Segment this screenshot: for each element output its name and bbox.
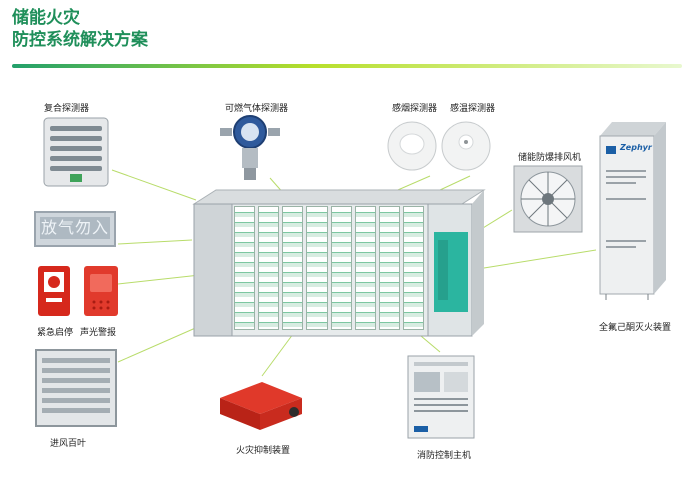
battery-rack xyxy=(378,206,400,330)
battery-rack xyxy=(306,206,328,330)
fire-suppression-device-label: 火灾抑制装置 xyxy=(236,446,291,456)
title-divider xyxy=(12,64,682,68)
intake-louver-label: 进风百叶 xyxy=(50,439,87,449)
gas-detector-label: 可燃气体探测器 xyxy=(225,104,289,114)
intake-louver-icon xyxy=(35,349,117,427)
battery-racks xyxy=(234,206,424,330)
composite-detector-label: 复合探测器 xyxy=(44,104,90,114)
gas-detector-icon xyxy=(220,115,280,180)
fire-control-panel-label: 消防控制主机 xyxy=(417,451,472,461)
battery-rack xyxy=(402,206,424,330)
extinguisher-device-label: 全氟己酮灭火装置 xyxy=(599,323,672,333)
exhaust-fan-icon xyxy=(513,165,583,233)
title-line-2: 防控系统解决方案 xyxy=(12,30,148,50)
composite-detector-icon xyxy=(43,117,109,187)
sound-light-alarm-label: 声光警报 xyxy=(80,328,117,338)
battery-rack xyxy=(354,206,376,330)
emergency-stop-label: 紧急启停 xyxy=(37,328,74,338)
title-line-1: 储能火灾 xyxy=(12,8,80,28)
warning-display-board: 放气勿入 xyxy=(34,211,116,247)
battery-rack xyxy=(234,206,256,330)
extinguisher-cabinet-icon xyxy=(599,122,666,300)
battery-rack xyxy=(330,206,352,330)
fire-control-panel-icon xyxy=(407,355,475,439)
heat-detector-label: 感温探测器 xyxy=(450,104,496,114)
smoke-detector-label: 感烟探测器 xyxy=(392,104,438,114)
fire-suppression-device-icon xyxy=(220,382,302,430)
emergency-stop-and-alarm-icons xyxy=(38,266,118,316)
battery-rack xyxy=(258,206,280,330)
battery-rack xyxy=(282,206,304,330)
display-board-text: 放气勿入 xyxy=(40,217,110,239)
cabinet-brand: Zephyr xyxy=(620,143,652,152)
smoke-heat-detector-icons xyxy=(387,121,491,171)
exhaust-fan-label: 储能防爆排风机 xyxy=(518,153,582,163)
